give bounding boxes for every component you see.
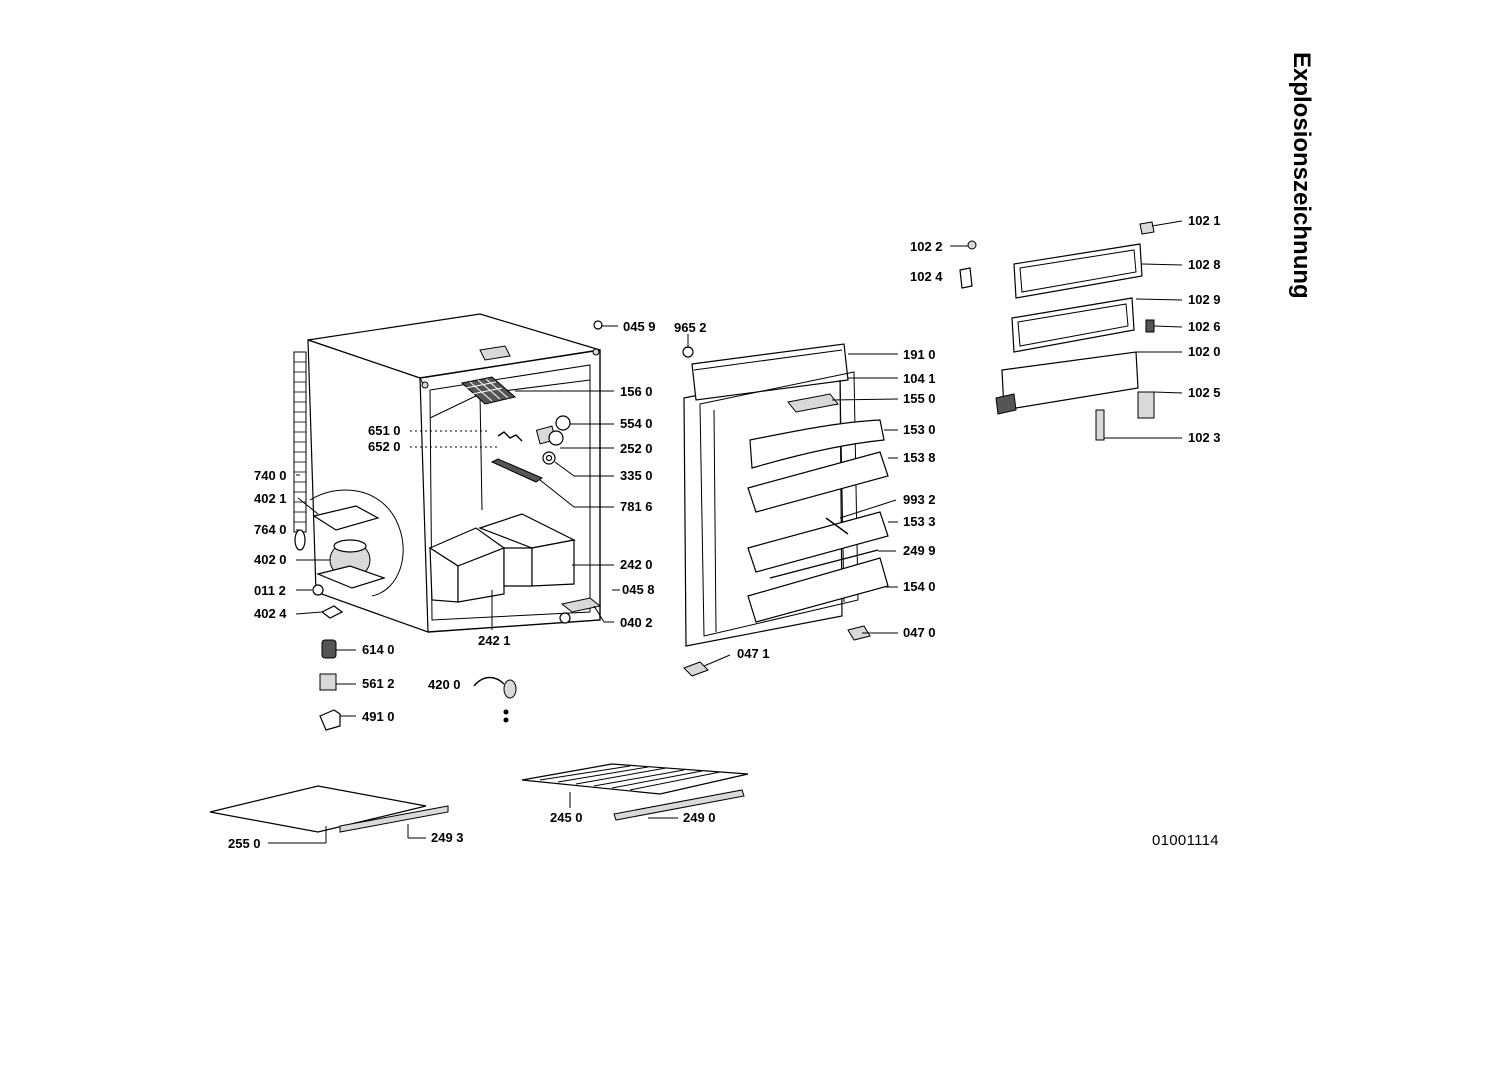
part-label-7640: 764 0 bbox=[254, 522, 287, 537]
dashed-leaders bbox=[410, 430, 500, 448]
part-label-1025: 102 5 bbox=[1188, 385, 1221, 400]
part-label-7816: 781 6 bbox=[620, 499, 653, 514]
loose-parts bbox=[319, 639, 517, 731]
part-label-6140: 614 0 bbox=[362, 642, 395, 657]
part-label-6510: 651 0 bbox=[368, 423, 401, 438]
part-label-2520: 252 0 bbox=[620, 441, 653, 456]
part-label-3350: 335 0 bbox=[620, 468, 653, 483]
part-label-5612: 561 2 bbox=[362, 676, 395, 691]
part-label-6520: 652 0 bbox=[368, 439, 401, 454]
part-label-2490: 249 0 bbox=[683, 810, 716, 825]
part-label-1020: 102 0 bbox=[1188, 344, 1221, 359]
part-label-1028: 102 8 bbox=[1188, 257, 1221, 272]
part-label-2421: 242 1 bbox=[478, 633, 511, 648]
part-label-9652: 965 2 bbox=[674, 320, 707, 335]
part-label-1538: 153 8 bbox=[903, 450, 936, 465]
part-label-4024: 402 4 bbox=[254, 606, 287, 621]
leader-lines bbox=[268, 220, 1183, 844]
part-label-7400: 740 0 bbox=[254, 468, 287, 483]
part-label-0459: 045 9 bbox=[623, 319, 656, 334]
part-label-1910: 191 0 bbox=[903, 347, 936, 362]
part-label-2499: 249 9 bbox=[903, 543, 936, 558]
part-label-5540: 554 0 bbox=[620, 416, 653, 431]
part-label-4020: 402 0 bbox=[254, 552, 287, 567]
part-label-1026: 102 6 bbox=[1188, 319, 1221, 334]
part-label-1024: 102 4 bbox=[910, 269, 943, 284]
door-assembly bbox=[593, 320, 889, 677]
part-label-2420: 242 0 bbox=[620, 557, 653, 572]
part-label-0402: 040 2 bbox=[620, 615, 653, 630]
part-label-2550: 255 0 bbox=[228, 836, 261, 851]
part-label-1550: 155 0 bbox=[903, 391, 936, 406]
part-label-1540: 154 0 bbox=[903, 579, 936, 594]
part-label-4021: 402 1 bbox=[254, 491, 287, 506]
page-title: Explosionszeichnung bbox=[1288, 52, 1315, 299]
part-label-1023: 102 3 bbox=[1188, 430, 1221, 445]
part-label-0470: 047 0 bbox=[903, 625, 936, 640]
part-label-1560: 156 0 bbox=[620, 384, 653, 399]
cabinet-body bbox=[293, 313, 602, 633]
part-label-4910: 491 0 bbox=[362, 709, 395, 724]
part-label-1041: 104 1 bbox=[903, 371, 936, 386]
part-label-1022: 102 2 bbox=[910, 239, 943, 254]
part-label-1029: 102 9 bbox=[1188, 292, 1221, 307]
document-number: 01001114 bbox=[1152, 832, 1219, 849]
bottom-panels bbox=[209, 763, 749, 833]
part-label-2450: 245 0 bbox=[550, 810, 583, 825]
part-label-1530: 153 0 bbox=[903, 422, 936, 437]
part-label-1021: 102 1 bbox=[1188, 213, 1221, 228]
part-label-0112: 011 2 bbox=[254, 583, 286, 598]
part-label-4200: 420 0 bbox=[428, 677, 461, 692]
part-label-2493: 249 3 bbox=[431, 830, 464, 845]
part-label-0471: 047 1 bbox=[737, 646, 770, 661]
part-label-9932: 993 2 bbox=[903, 492, 936, 507]
freezer-door-parts bbox=[959, 221, 1155, 441]
part-label-1533: 153 3 bbox=[903, 514, 936, 529]
part-label-0458: 045 8 bbox=[622, 582, 655, 597]
